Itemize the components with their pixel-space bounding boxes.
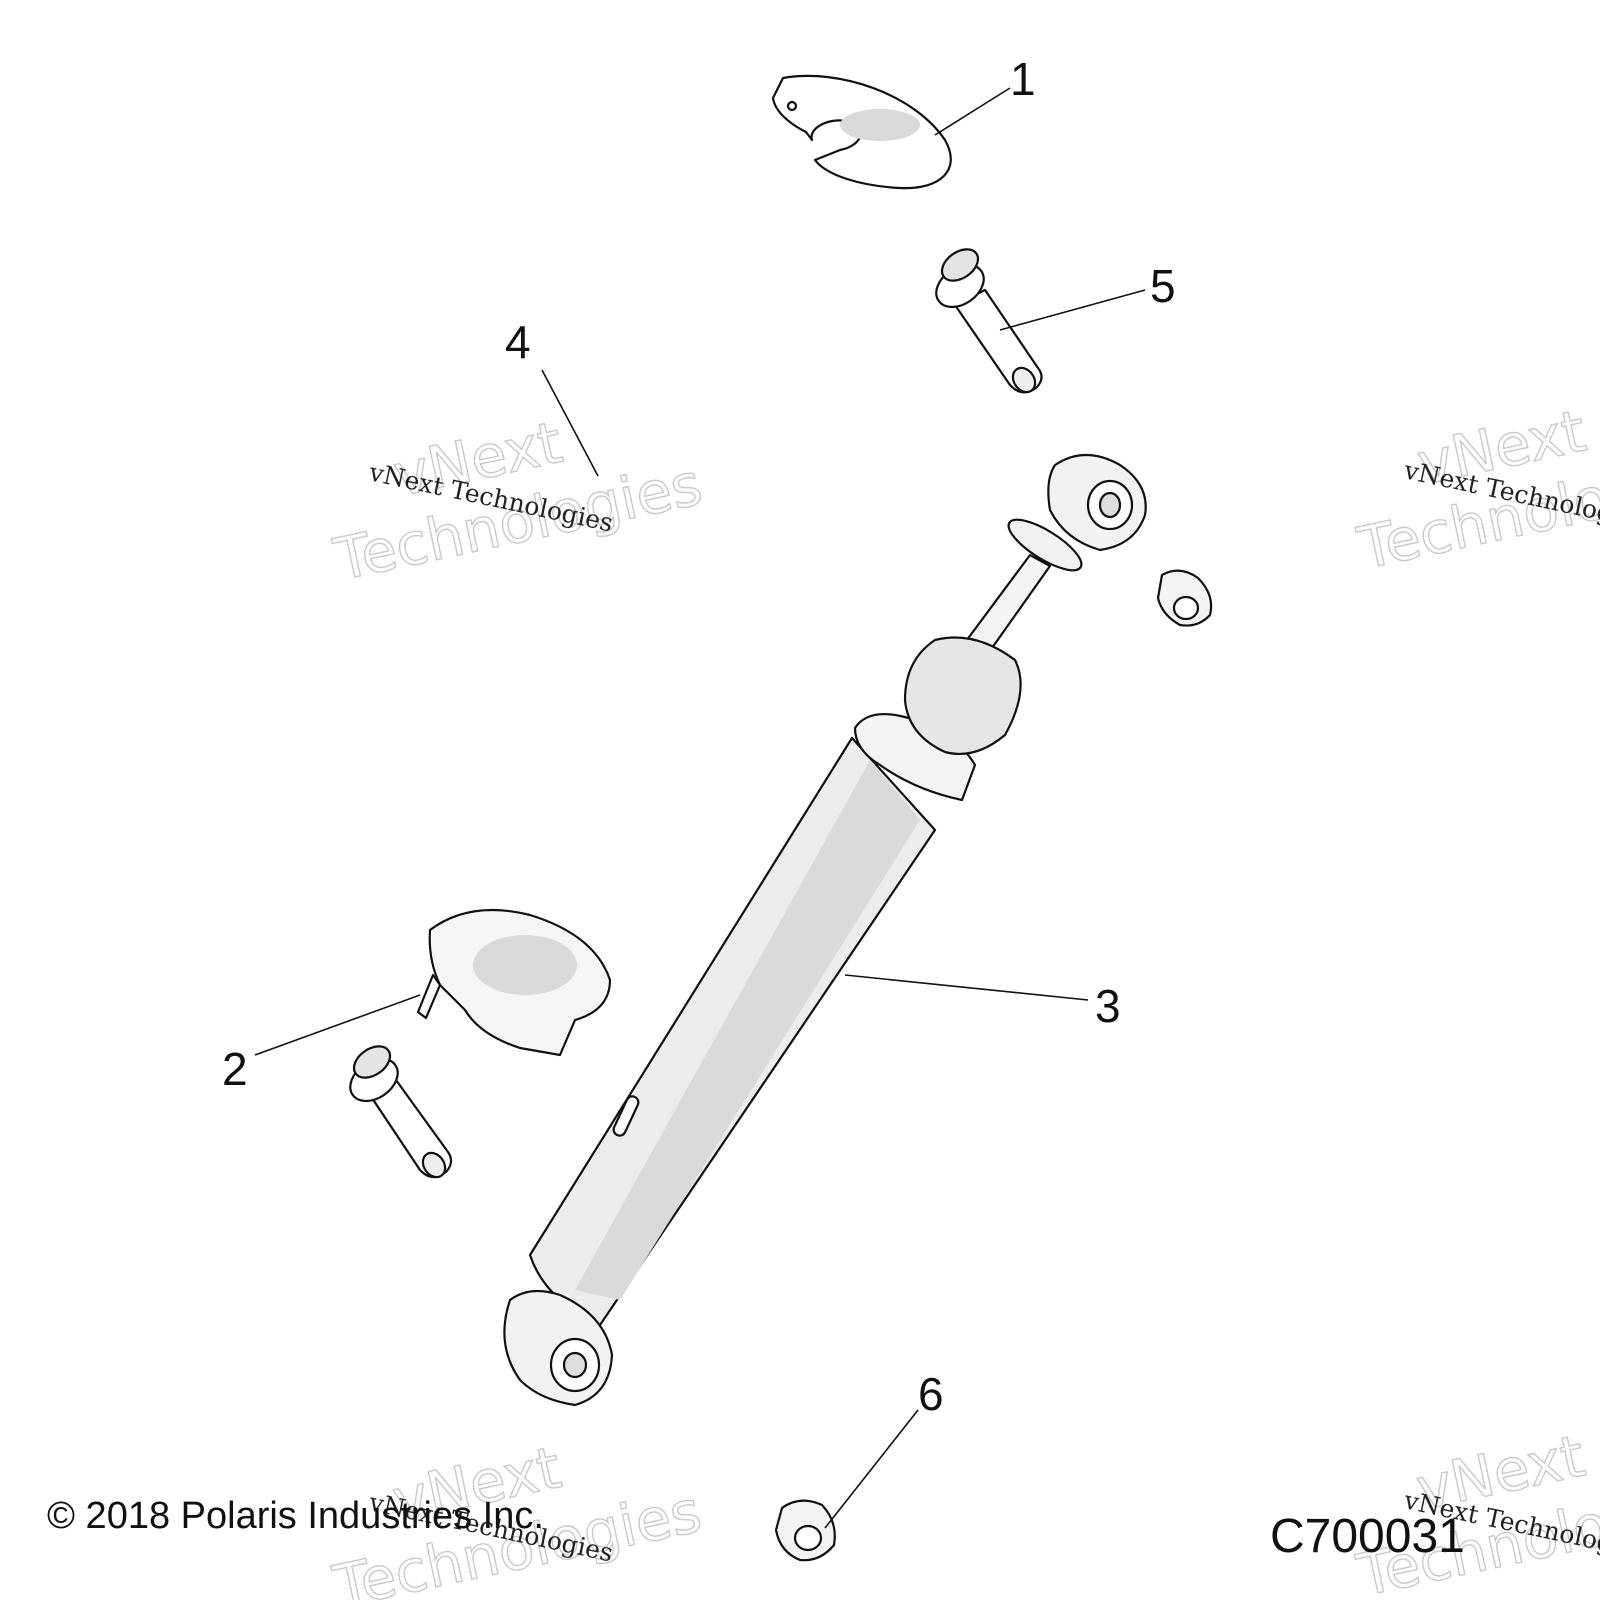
- figure-code: C700031: [1270, 1510, 1465, 1563]
- part-nut-upper: [1156, 569, 1213, 627]
- copyright-notice: © 2018 Polaris Industries Inc.: [47, 1495, 544, 1537]
- part-shock-absorber: [503, 454, 1147, 1407]
- callout-5: 5: [1150, 260, 1176, 312]
- callout-2: 2: [222, 1043, 248, 1095]
- part-lower-nut: [774, 1499, 836, 1562]
- part-coil-spring: [458, 215, 909, 885]
- callout-4: 4: [505, 316, 531, 368]
- callout-3: 3: [1095, 980, 1121, 1032]
- callout-1: 1: [1010, 53, 1036, 105]
- part-lower-bolt: [349, 1045, 453, 1179]
- part-upper-bolt: [935, 248, 1043, 394]
- part-upper-retainer: [771, 74, 952, 190]
- callout-numbers: 1 5 4 3 2 6: [222, 53, 1176, 1420]
- leader-lines: [254, 87, 1146, 1529]
- callout-6: 6: [918, 1368, 944, 1420]
- part-lower-spring-seat: [416, 908, 612, 1057]
